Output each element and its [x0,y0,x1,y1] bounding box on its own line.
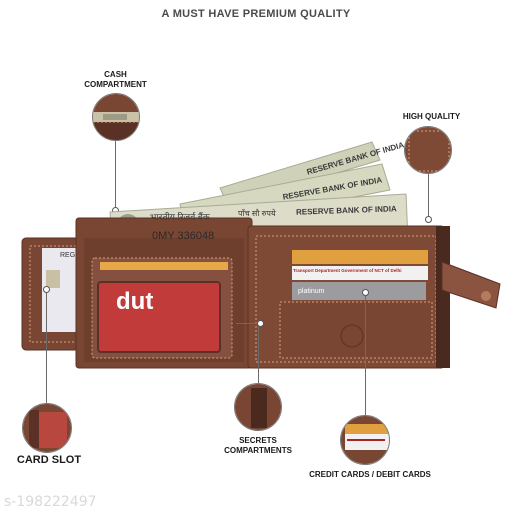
high-quality-leader-dot [425,216,432,223]
secrets-zoom-image [235,384,281,430]
credit-leader-line [365,296,366,416]
cash-zoom-image [93,94,139,140]
metro-card-logo: dut [116,288,154,315]
high-quality-label: HIGH QUALITY [402,112,461,121]
credit-cards-zoom [340,415,390,465]
secrets-leader-dot [257,320,264,327]
card-slot-leader-dot [43,286,50,293]
leather-zoom-image [405,127,451,173]
card-slot-zoom [22,403,72,453]
secrets-leader-hline [236,323,260,324]
secrets-leader-line [258,326,259,383]
id-card-text: REG [60,252,76,259]
platinum-card-text: platinum [298,288,325,295]
banknote-serial: 0MY 336048 [152,230,215,242]
transport-card-text: Transport Department Government of NCT o… [293,268,402,273]
high-quality-leader-line [428,174,429,220]
card-slot-zoom-image [23,404,71,452]
secrets-label: SECRETS COMPARTMENTS [224,436,292,455]
high-quality-zoom [404,126,452,174]
cash-compartment-zoom [92,93,140,141]
wallet-illustration [21,141,501,369]
banknote-hindi-bank: भारतीय रिज़र्व बैंक [150,212,210,222]
cash-compartment-label: CASH COMPARTMENT [84,70,147,89]
card-slot-leader-line [46,290,47,404]
credit-zoom-image [341,416,389,464]
credit-leader-dot [362,289,369,296]
page-title: A MUST HAVE PREMIUM QUALITY [161,8,351,20]
secrets-zoom [234,383,282,431]
credit-cards-label: CREDIT CARDS / DEBIT CARDS [309,470,431,479]
banknote-denomination: पाँच सौ रुपये [238,209,276,218]
cash-leader-line [115,141,116,211]
card-slot-label: CARD SLOT [16,454,82,466]
watermark: s-198222497 [4,494,97,510]
